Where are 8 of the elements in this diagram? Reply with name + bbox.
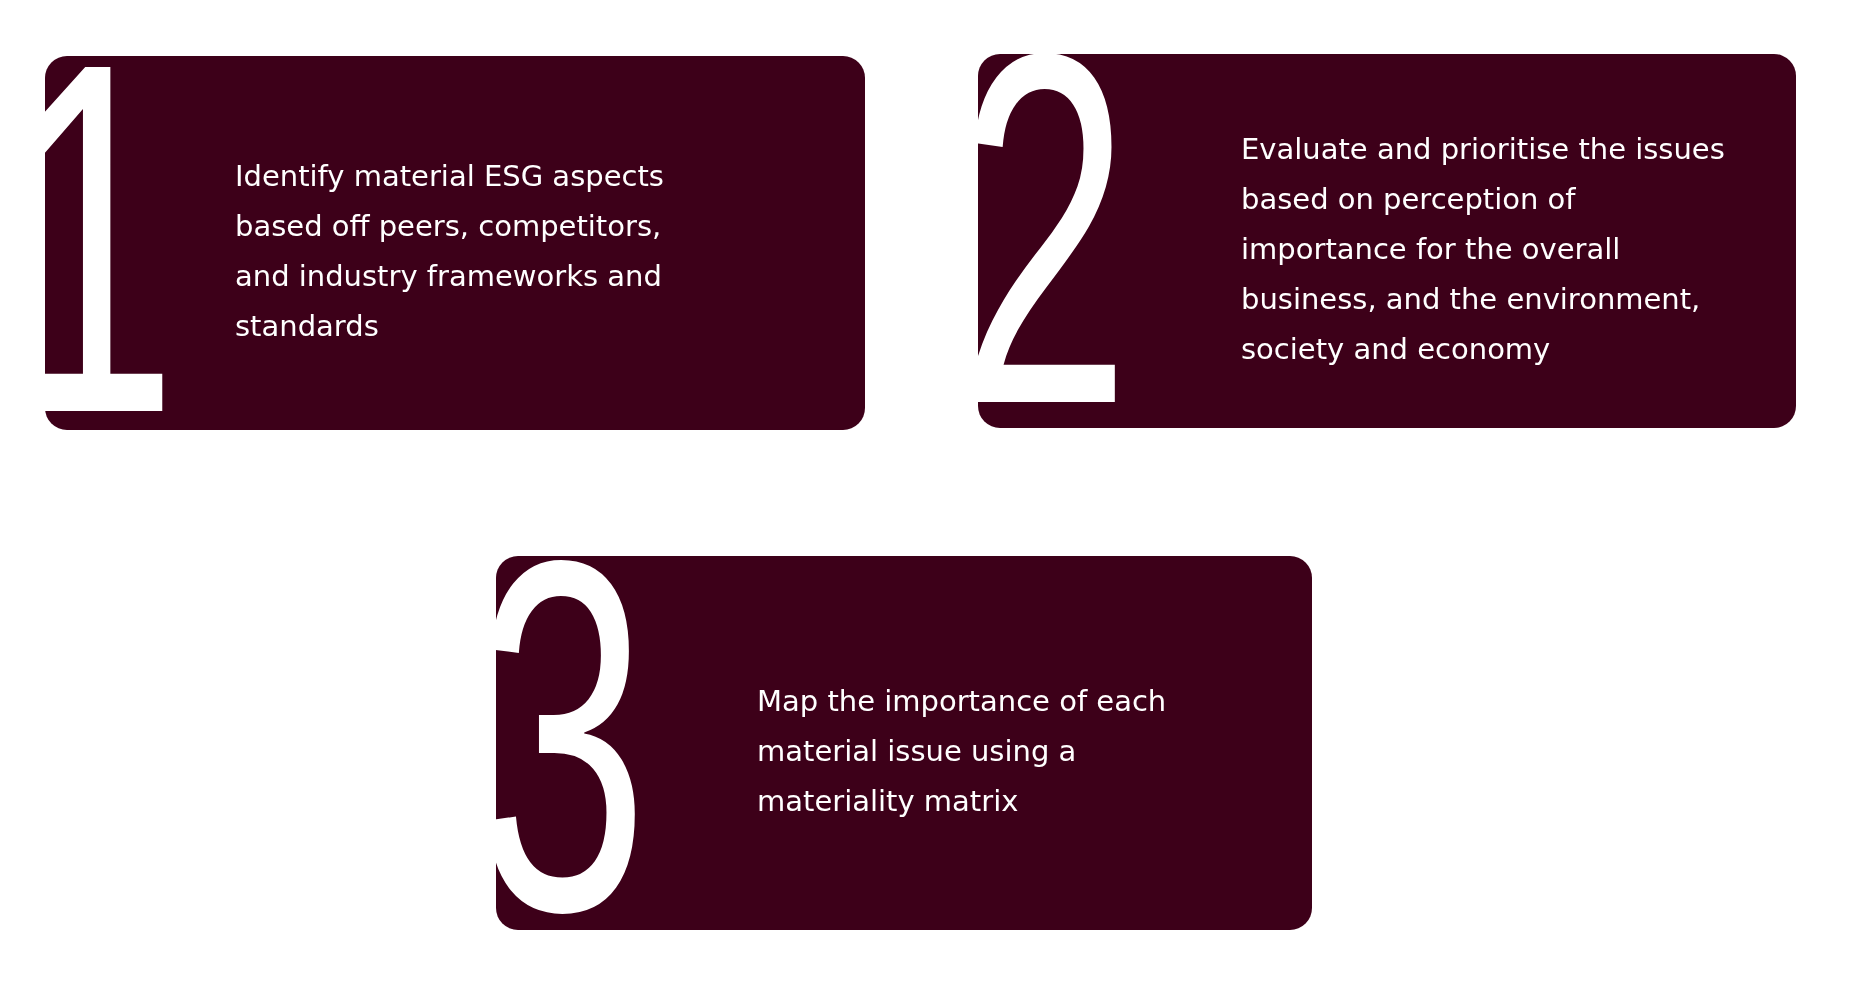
- step-panel: [496, 556, 1312, 930]
- step-number: 3: [476, 486, 649, 986]
- step-number: 2: [958, 0, 1131, 479]
- step-panel: [45, 56, 865, 430]
- step-description: Identify material ESG aspects based off peers, competitors, and industry frameworks and standards: [235, 158, 665, 345]
- step-description: Evaluate and prioritise the issues based on perception of importance for the overall business, and the environment, society and economy: [1241, 131, 1726, 368]
- step-panel: [978, 54, 1796, 428]
- step-description: Map the importance of each material issue using a materiality matrix: [757, 683, 1168, 820]
